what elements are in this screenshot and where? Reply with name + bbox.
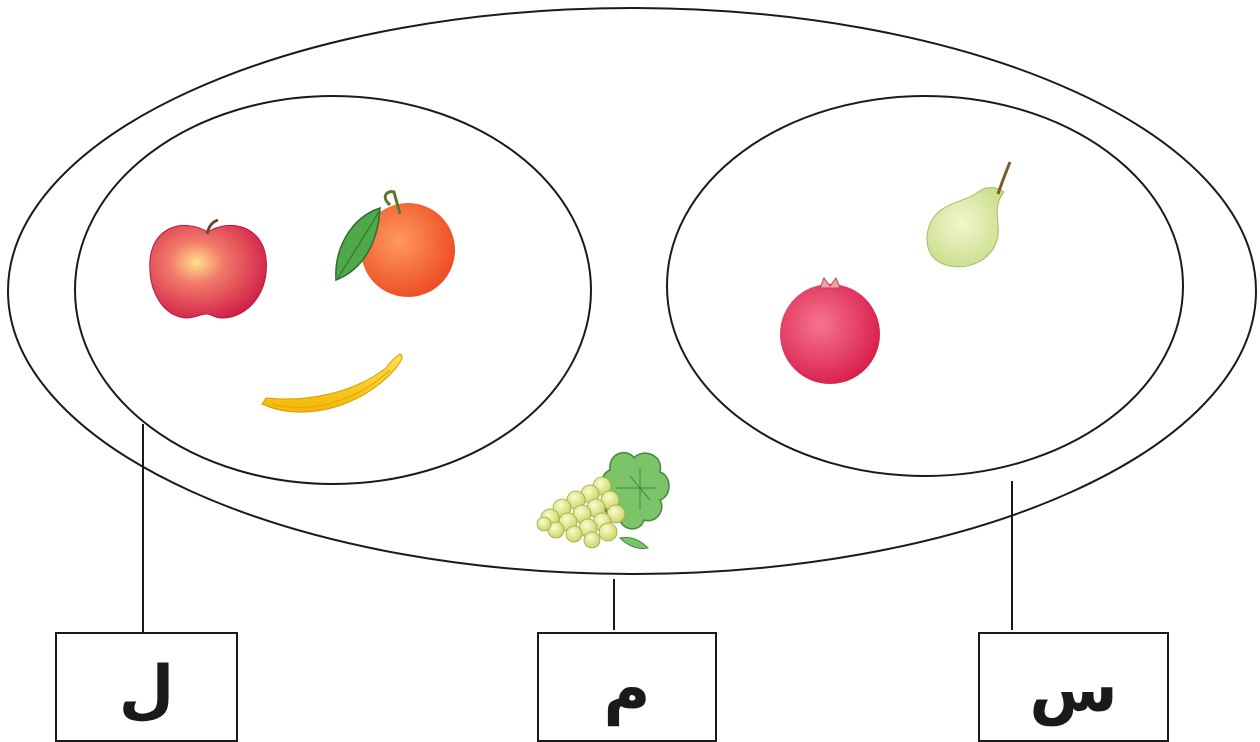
left-subset-ellipse [75,96,591,484]
left-set-label-box: ل [55,632,238,742]
pear-icon [927,162,1010,267]
left-set-label: ل [119,658,175,722]
right-subset-ellipse [667,96,1183,476]
orange-icon [336,192,455,297]
middle-set-label-box: م [537,632,717,742]
right-set-label-box: س [978,632,1169,742]
right-set-label: س [1029,658,1117,722]
pomegranate-icon [780,278,880,384]
grapes-icon [537,453,669,549]
middle-set-label: م [604,658,651,722]
banana-icon [262,354,402,412]
apple-icon [150,220,267,318]
